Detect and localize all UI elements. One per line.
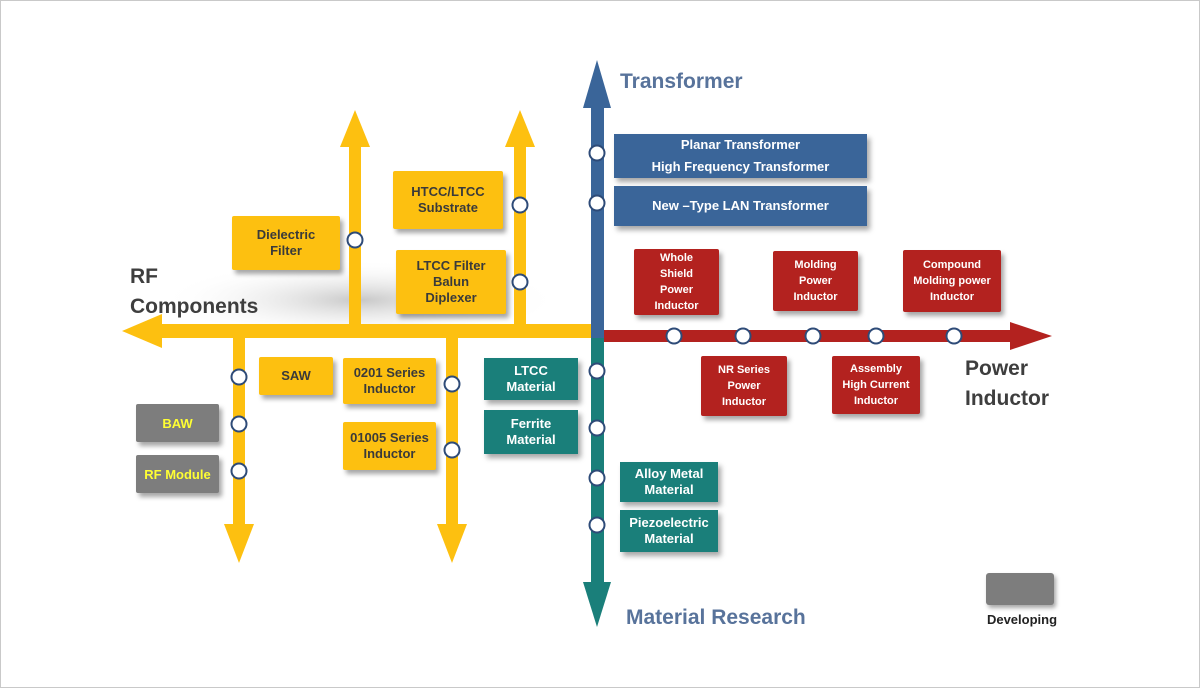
- alloy-metal-material-box: Alloy Metal Material: [620, 462, 718, 502]
- piezoelectric-material-box: Piezoelectric Material: [620, 510, 718, 552]
- box-label-line: Molding: [794, 259, 837, 271]
- legend-developing-swatch: [986, 573, 1054, 605]
- box-label-line: BAW: [162, 415, 193, 431]
- node-ferrite: [588, 419, 606, 437]
- box-label-line: Assembly: [850, 363, 902, 375]
- box-label-line: LTCC Filter: [416, 258, 486, 273]
- box-label-line: NR Series: [718, 364, 770, 376]
- lan-transformer-box: New –Type LAN Transformer: [614, 186, 867, 226]
- box-label-line: Molding power: [913, 275, 991, 287]
- node-rf-module: [230, 462, 248, 480]
- planar-transformer-box: Planar Transformer High Frequency Transf…: [614, 134, 867, 178]
- box-label-line: Material: [506, 432, 556, 447]
- baw-box: BAW: [136, 404, 219, 442]
- material-axis-label: Material Research: [626, 606, 806, 629]
- node-01005: [443, 441, 461, 459]
- box-label-line: New –Type LAN Transformer: [652, 198, 829, 213]
- box-label-line: High Current: [842, 379, 910, 391]
- rf-axis-arrow: [122, 314, 602, 348]
- node-molding: [804, 327, 822, 345]
- node-ltcc-material: [588, 362, 606, 380]
- node-planar: [588, 144, 606, 162]
- box-label-line: Power: [659, 284, 693, 296]
- ltcc-material-box: LTCC Material: [484, 358, 578, 400]
- compound-molding-power-inductor-box: Compound Molding power Inductor: [903, 250, 1001, 312]
- box-label-line: HTCC/LTCC: [411, 184, 485, 199]
- nr-series-power-inductor-box: NR Series Power Inductor: [701, 356, 787, 416]
- node-ltcc-filter: [511, 273, 529, 291]
- node-htcc: [511, 196, 529, 214]
- box-label-line: Shield: [659, 268, 693, 280]
- box-label-line: 01005 Series: [350, 430, 429, 445]
- molding-power-inductor-box: Molding Power Inductor: [773, 251, 858, 311]
- box-label-line: Filter: [270, 243, 302, 258]
- node-nr-series: [734, 327, 752, 345]
- box-label-line: Inductor: [654, 300, 699, 312]
- 01005-series-inductor-box: 01005 Series Inductor: [343, 422, 436, 470]
- node-alloy: [588, 469, 606, 487]
- box-label-line: Inductor: [722, 396, 766, 408]
- node-dielectric: [346, 231, 364, 249]
- rf-module-box: RF Module: [136, 455, 219, 493]
- whole-shield-power-inductor-box: Whole Shield Power Inductor: [634, 249, 719, 315]
- transformer-axis-label: Transformer: [620, 70, 743, 93]
- node-markers: [230, 144, 963, 534]
- box-label-line: Ferrite: [510, 416, 552, 431]
- node-compound: [945, 327, 963, 345]
- box-label-line: Dielectric: [256, 227, 316, 242]
- node-whole-shield: [665, 327, 683, 345]
- saw-box: SAW: [259, 357, 333, 395]
- node-assembly: [867, 327, 885, 345]
- power-axis-label-line2: Inductor: [965, 387, 1049, 410]
- box-label-line: Planar Transformer: [680, 137, 801, 152]
- box-label-line: RF Module: [144, 466, 211, 482]
- box-label-line: Inductor: [793, 291, 838, 303]
- box-label-line: Inductor: [363, 381, 416, 396]
- box-label-line: Material: [644, 531, 694, 546]
- box-label-line: Diplexer: [425, 290, 477, 305]
- 0201-series-inductor-box: 0201 Series Inductor: [343, 358, 436, 404]
- box-label-line: Inductor: [854, 395, 898, 407]
- node-baw: [230, 415, 248, 433]
- ferrite-material-box: Ferrite Material: [484, 410, 578, 454]
- box-label-line: 0201 Series: [353, 365, 426, 380]
- box-label-line: Balun: [432, 274, 470, 289]
- box-label-line: Inductor: [363, 446, 416, 461]
- box-label-line: LTCC: [514, 363, 548, 378]
- node-lan: [588, 194, 606, 212]
- box-label-line: Substrate: [418, 200, 478, 215]
- box-label-line: Whole: [660, 252, 693, 264]
- box-label-line: Inductor: [930, 291, 974, 303]
- box-label-line: Piezoelectric: [629, 515, 709, 530]
- rf-axis-label: RF Components: [130, 262, 258, 322]
- box-label-line: Power: [727, 380, 761, 392]
- box-label-line: Material: [506, 379, 556, 394]
- assembly-high-current-inductor-box: Assembly High Current Inductor: [832, 356, 920, 414]
- rf-axis-label-line1: RF: [130, 265, 158, 288]
- power-axis-label-line1: Power: [965, 357, 1029, 380]
- htcc-ltcc-substrate-box: HTCC/LTCC Substrate: [393, 171, 503, 229]
- box-label-line: High Frequency Transformer: [651, 159, 830, 174]
- node-saw: [230, 368, 248, 386]
- rf-axis-label-line2: Components: [130, 295, 259, 318]
- legend-developing-label: Developing: [986, 612, 1058, 627]
- transformer-axis-arrow: [583, 60, 611, 338]
- ltcc-filter-box: LTCC Filter Balun Diplexer: [396, 250, 506, 314]
- node-piezo: [588, 516, 606, 534]
- box-label-line: SAW: [281, 368, 311, 383]
- node-0201: [443, 375, 461, 393]
- power-axis-label: Power Inductor: [965, 354, 1049, 414]
- box-label-line: Alloy Metal: [634, 466, 704, 481]
- dielectric-filter-box: Dielectric Filter: [232, 216, 340, 270]
- box-label-line: Material: [644, 482, 694, 497]
- box-label-line: Power: [798, 275, 832, 287]
- box-label-line: Compound: [922, 259, 982, 271]
